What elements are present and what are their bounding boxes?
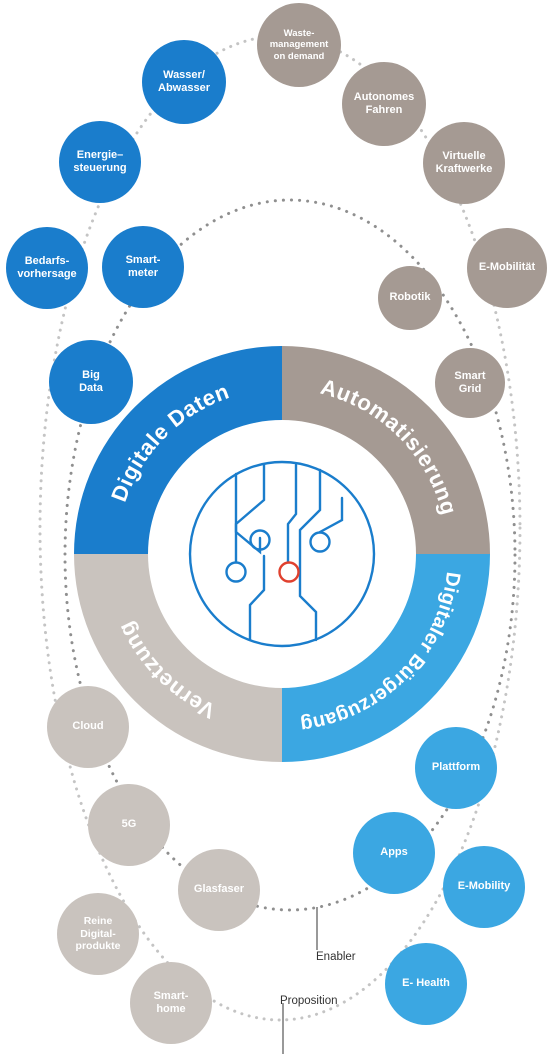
- bubble-wastemanagement: Waste- management on demand: [257, 3, 341, 87]
- bubble-label: Robotik: [389, 291, 431, 304]
- segment-digitale-daten: [74, 346, 282, 554]
- bubble-label: Reine Digital- produkte: [75, 915, 121, 953]
- bubble-robotik: Robotik: [378, 266, 442, 330]
- bubble-label: E-Mobilität: [478, 261, 536, 274]
- segment-vernetzung: [74, 554, 282, 762]
- bubble-smartmeter: Smart- meter: [102, 226, 184, 308]
- bubble-e-health: E- Health: [385, 943, 467, 1025]
- bubble-label: Virtuelle Kraftwerke: [435, 149, 493, 175]
- bubble-e-mobilitaet: E-Mobilität: [467, 228, 547, 308]
- bubble-label: Energie– steuerung: [73, 148, 127, 174]
- outer-dotted-orbit: [38, 34, 522, 1022]
- bubble-smarthome: Smart- home: [130, 962, 212, 1044]
- bubble-e-mobility: E-Mobility: [443, 846, 525, 928]
- inner-dotted-orbit: [63, 198, 517, 912]
- bubble-smart-grid: Smart Grid: [435, 348, 505, 418]
- segment-automatisierung: [282, 346, 490, 554]
- bubble-label: Autonomes Fahren: [353, 90, 415, 116]
- bubble-label: Glasfaser: [193, 883, 245, 896]
- bubble-label: Cloud: [72, 720, 104, 733]
- bubble-label: 5G: [121, 818, 137, 831]
- bubble-label: Bedarfs- vorhersage: [17, 254, 77, 280]
- bubble-label: E- Health: [402, 977, 450, 990]
- bubble-label: E-Mobility: [457, 880, 511, 893]
- bubble-energiesteuerung: Energie– steuerung: [59, 121, 141, 203]
- bubble-label: Plattform: [431, 761, 481, 774]
- bubble-bedarfsvorhersage: Bedarfs- vorhersage: [6, 227, 88, 309]
- bubble-reine-digitalprodukte: Reine Digital- produkte: [57, 893, 139, 975]
- circuit-icon: [188, 460, 376, 648]
- bubble-label: Big Data: [79, 368, 103, 394]
- bubble-label: Apps: [380, 846, 408, 859]
- bubble-label: Smart Grid: [454, 369, 486, 395]
- segment-buergerzugang: [282, 554, 490, 762]
- bubble-label: Waste- management on demand: [269, 27, 329, 62]
- bubble-virtuelle-kraftwerke: Virtuelle Kraftwerke: [423, 122, 505, 204]
- bubble-label: Smart- home: [153, 989, 189, 1015]
- bubble-cloud: Cloud: [47, 686, 129, 768]
- enabler-label: Enabler: [316, 951, 356, 963]
- bubble-autonomes-fahren: Autonomes Fahren: [342, 62, 426, 146]
- bubble-wasser-abwasser: Wasser/ Abwasser: [142, 40, 226, 124]
- bubble-glasfaser: Glasfaser: [178, 849, 260, 931]
- bubble-5g: 5G: [88, 784, 170, 866]
- bubble-apps: Apps: [353, 812, 435, 894]
- bubble-plattform: Plattform: [415, 727, 497, 809]
- bubble-label: Wasser/ Abwasser: [158, 68, 210, 94]
- bubble-big-data: Big Data: [49, 340, 133, 424]
- bubble-label: Smart- meter: [125, 253, 161, 279]
- proposition-label: Proposition: [280, 995, 338, 1007]
